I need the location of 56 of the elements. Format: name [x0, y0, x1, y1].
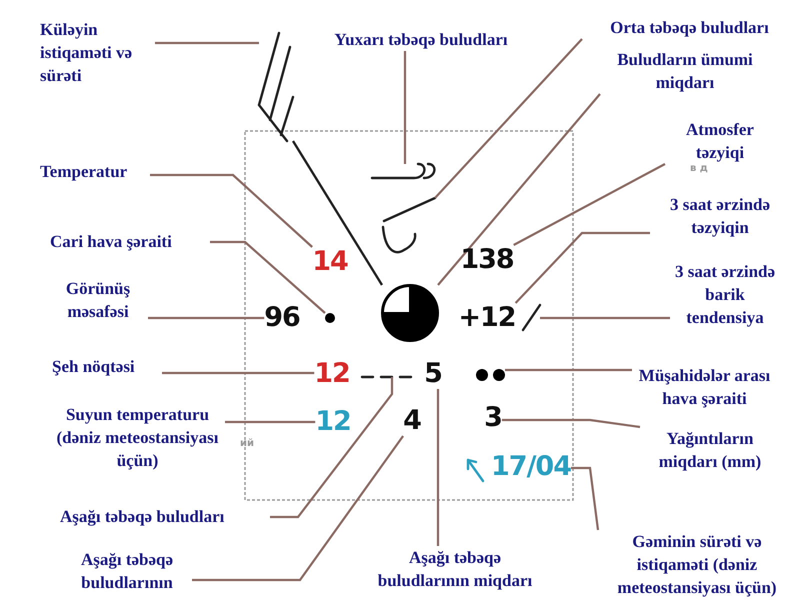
- station-value: 12: [314, 359, 350, 389]
- weather-dot: [325, 313, 335, 323]
- callout-label: Aşağı təbəqə buludlarının: [62, 548, 192, 594]
- callout-label: Temperatur: [40, 160, 150, 183]
- leader-line: [192, 435, 404, 582]
- cloud-symbol: [382, 196, 436, 254]
- callout-label: Buludların ümumi miqdarı: [600, 48, 770, 94]
- cloud-symbol: [370, 162, 436, 180]
- callout-label: Cari hava şəraiti: [50, 230, 210, 253]
- callout-label: Atmosfer təzyiqi: [665, 118, 775, 164]
- leader-line: [502, 418, 640, 428]
- station-value: 17/04: [491, 452, 571, 482]
- leader-line: [150, 174, 313, 248]
- callout-label: Müşahidələr arası hava şəraiti: [632, 364, 777, 410]
- leader-line: [404, 51, 406, 164]
- leader-line: [270, 377, 394, 518]
- callout-label: Küləyin istiqaməti və sürəti: [40, 18, 155, 87]
- callout-label: Yağıntıların miqdarı (mm): [640, 427, 780, 473]
- callout-label: 3 saat ərzində təzyiqin: [650, 193, 790, 239]
- station-value: +12: [458, 303, 516, 333]
- leader-line: [514, 232, 650, 304]
- callout-label: Aşağı təbəqə buludları: [60, 505, 270, 528]
- leader-line: [437, 93, 601, 286]
- station-value: 96: [264, 303, 300, 333]
- wind-barb-symbol: [258, 32, 294, 142]
- callout-label: Orta təbəqə buludları: [582, 16, 797, 39]
- leader-line: [210, 240, 326, 314]
- callout-label: Suyun temperaturu (dəniz meteostansiyası üçün): [50, 403, 225, 472]
- station-value: 14: [312, 247, 348, 277]
- callout-label: Yuxarı təbəqə buludları: [316, 28, 526, 51]
- station-value: 138: [460, 245, 514, 275]
- leader-line: [162, 372, 314, 374]
- callout-label: Şeh nöqtəsi: [52, 355, 162, 378]
- dashes-symbol: [360, 376, 412, 378]
- station-value: 3: [484, 403, 502, 433]
- callout-label: Gəminin sürəti və istiqaməti (dəniz meteostansiyası üçün): [598, 530, 796, 599]
- callout-label: Aşağı təbəqə buludlarının miqdarı: [365, 546, 545, 592]
- callout-label: Görünüş məsafəsi: [48, 277, 148, 323]
- leader-line: [148, 316, 264, 320]
- leader-line: [155, 42, 259, 44]
- cloud-cover-circle: [381, 284, 439, 342]
- leader-line: [225, 420, 316, 424]
- station-value: 4: [403, 406, 421, 436]
- leader-line: [436, 389, 440, 546]
- leader-line: [540, 316, 670, 320]
- tendency-slash: [522, 304, 542, 332]
- text-fragment: в д: [690, 163, 708, 174]
- leader-line: [571, 466, 600, 530]
- station-value: 12: [315, 407, 351, 437]
- wind-staff-line: [292, 140, 384, 286]
- rain-dots-symbol: [476, 369, 505, 381]
- leader-line: [505, 368, 632, 372]
- callout-label: 3 saat ərzində barik tendensiya: [670, 260, 780, 329]
- leader-line: [434, 38, 583, 199]
- station-value: 5: [424, 359, 442, 389]
- leader-line: [513, 163, 666, 246]
